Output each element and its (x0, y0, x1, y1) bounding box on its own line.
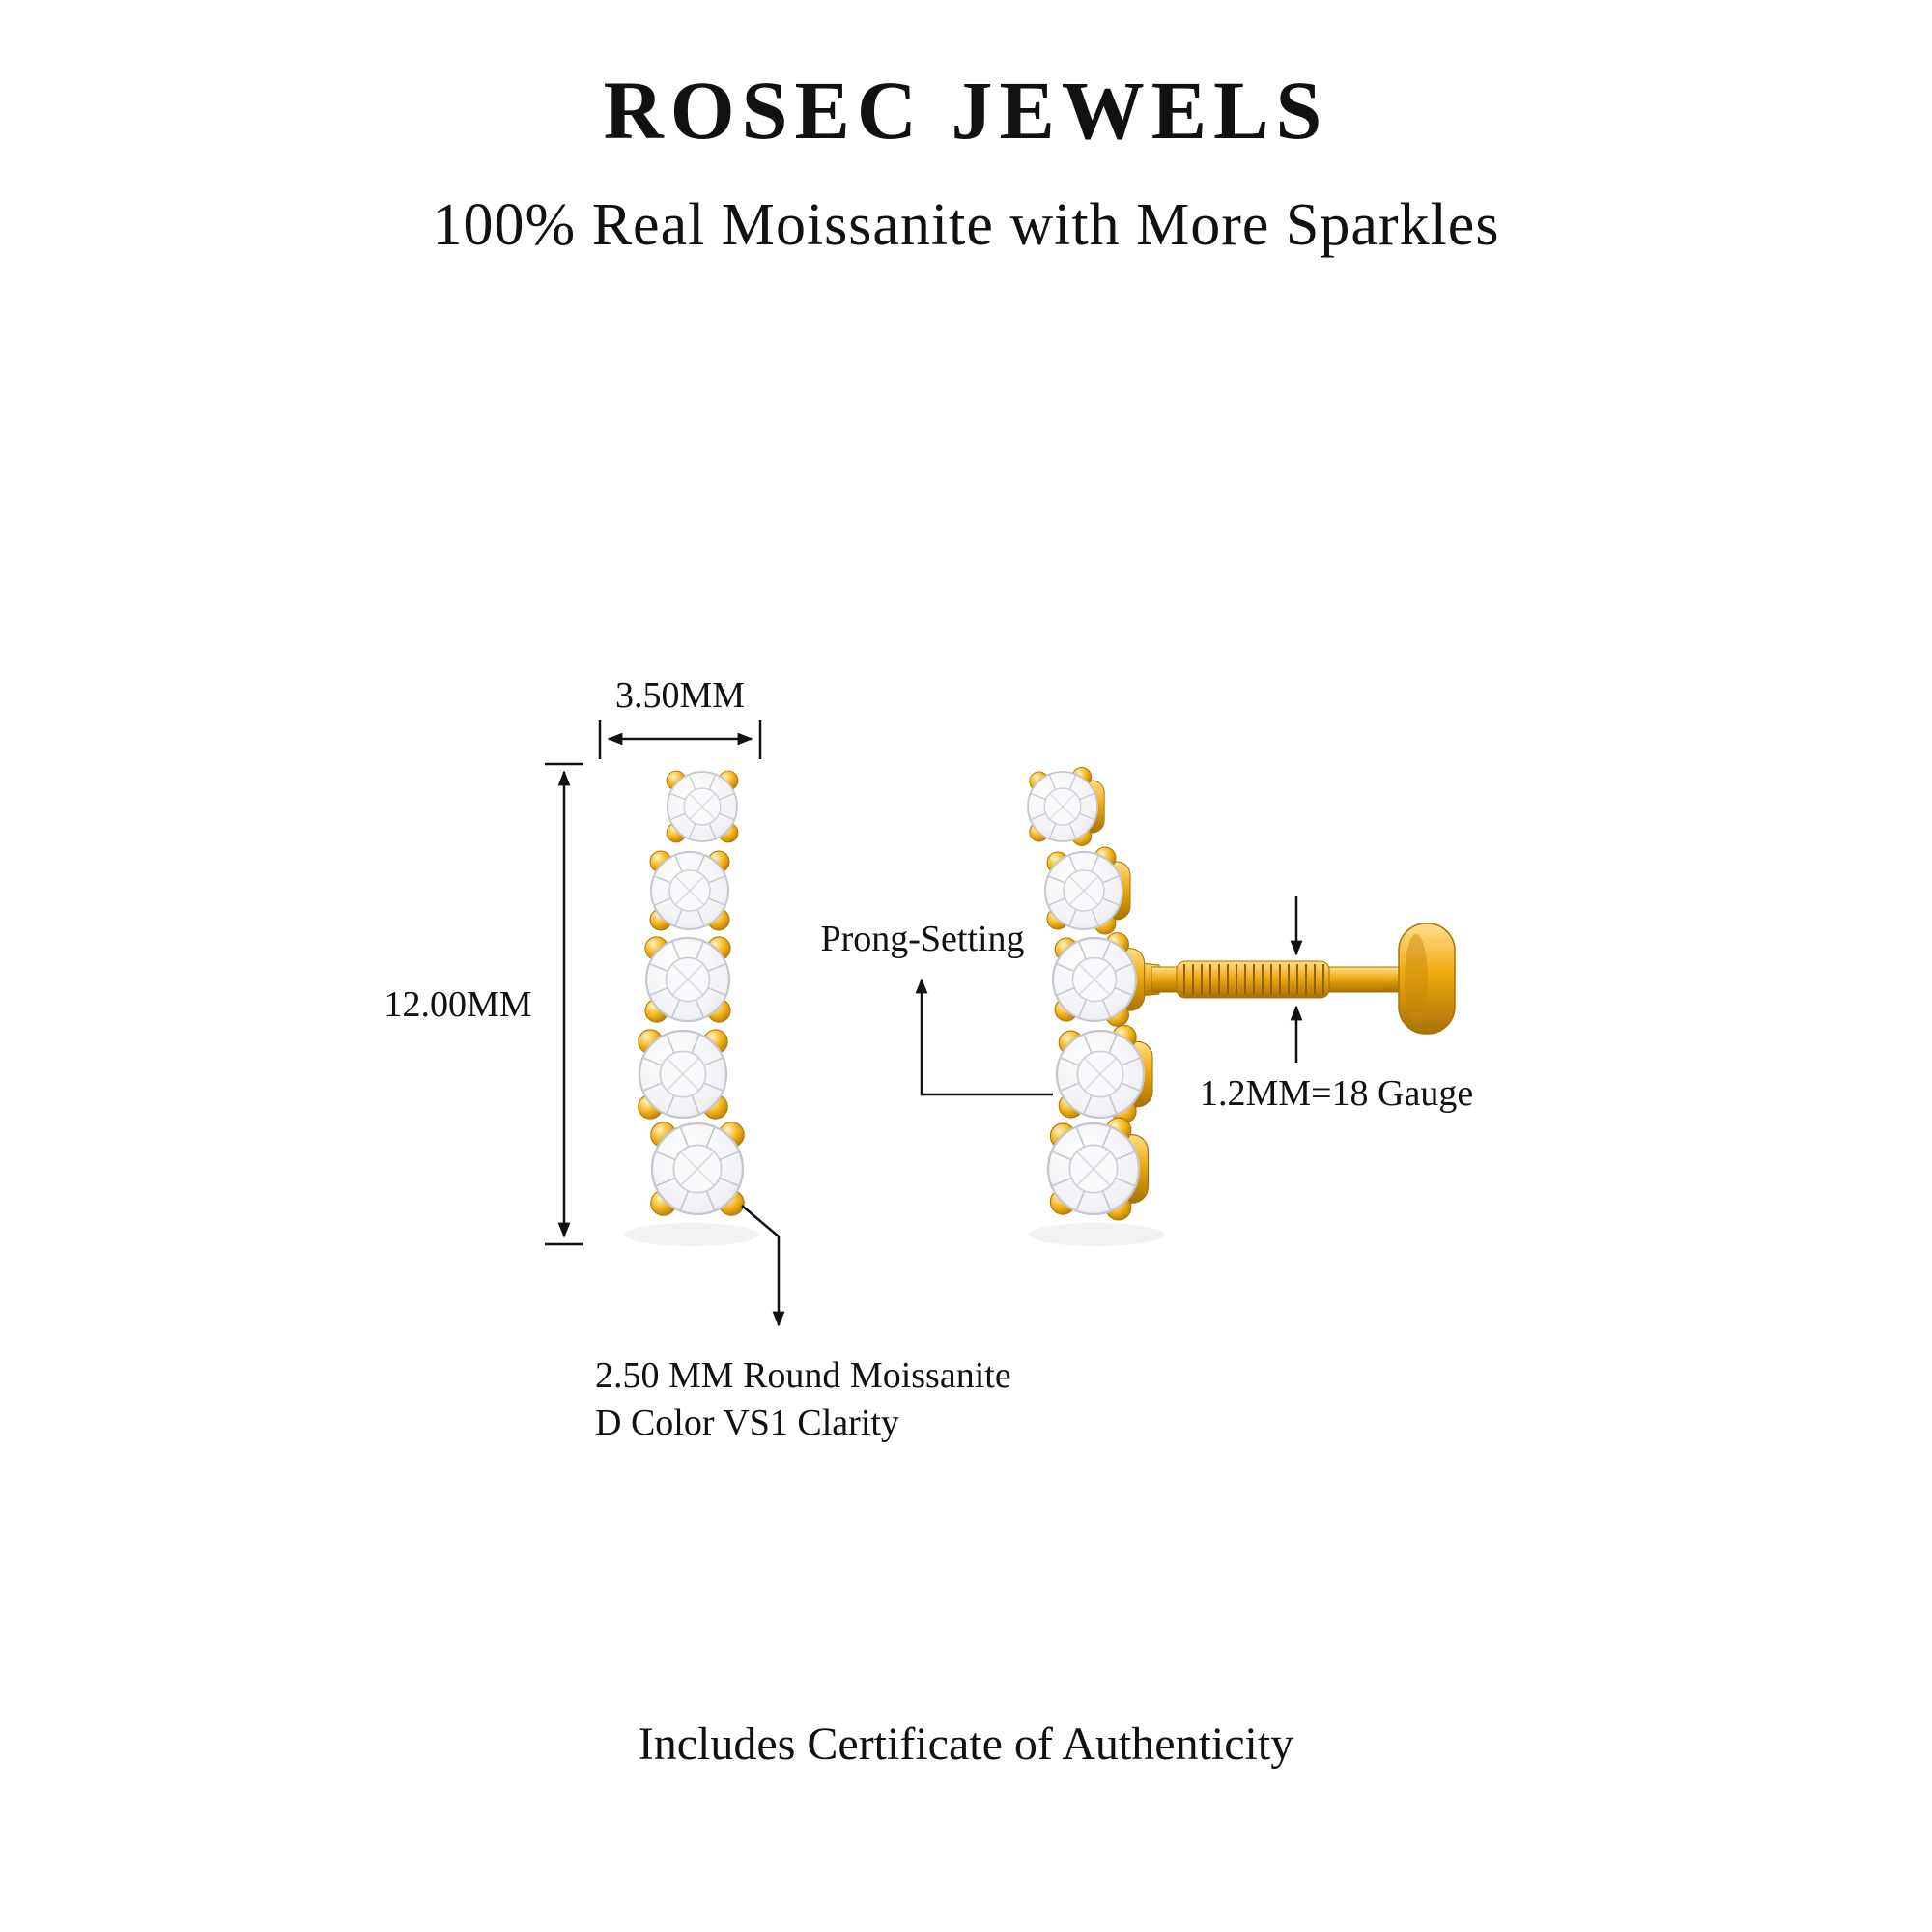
stone-spec-label-line2: D Color VS1 Clarity (595, 1403, 899, 1444)
moissanite-stone (667, 771, 738, 842)
stone-spec-label-line1: 2.50 MM Round Moissanite (595, 1355, 1011, 1396)
moissanite-stone (650, 851, 729, 930)
width-dimension (598, 720, 762, 759)
moissanite-stone (1028, 768, 1104, 846)
disc-back (1398, 923, 1456, 1035)
stone-spec-label: 2.50 MM Round Moissanite D Color VS1 Cla… (595, 1352, 1136, 1448)
moissanite-stone (1057, 1025, 1152, 1122)
brand-title: ROSEC JEWELS (603, 64, 1329, 156)
moissanite-stone (1048, 1118, 1148, 1220)
moissanite-stone (645, 937, 730, 1022)
labret-post (1110, 923, 1456, 1035)
gauge-label: 1.2MM=18 Gauge (1200, 1073, 1474, 1114)
reflection-shadows (624, 1223, 1164, 1246)
width-dimension-label: 3.50MM (614, 675, 746, 716)
moissanite-stone (639, 1030, 727, 1119)
tagline: 100% Real Moissanite with More Sparkles (432, 192, 1500, 258)
height-dimension-label: 12.00MM (384, 984, 532, 1025)
earring-front-illustration (639, 771, 744, 1215)
prong-setting-label: Prong-Setting (820, 919, 1025, 959)
footer-note: Includes Certificate of Authenticity (638, 1719, 1294, 1770)
prong-setting-callout-arrow (915, 978, 1053, 1096)
moissanite-stone (651, 1122, 744, 1215)
stone-spec-callout-arrow (741, 1205, 785, 1327)
thread-coil (1183, 964, 1324, 995)
earring-side-illustration (1028, 768, 1152, 1220)
height-dimension (545, 762, 583, 1246)
